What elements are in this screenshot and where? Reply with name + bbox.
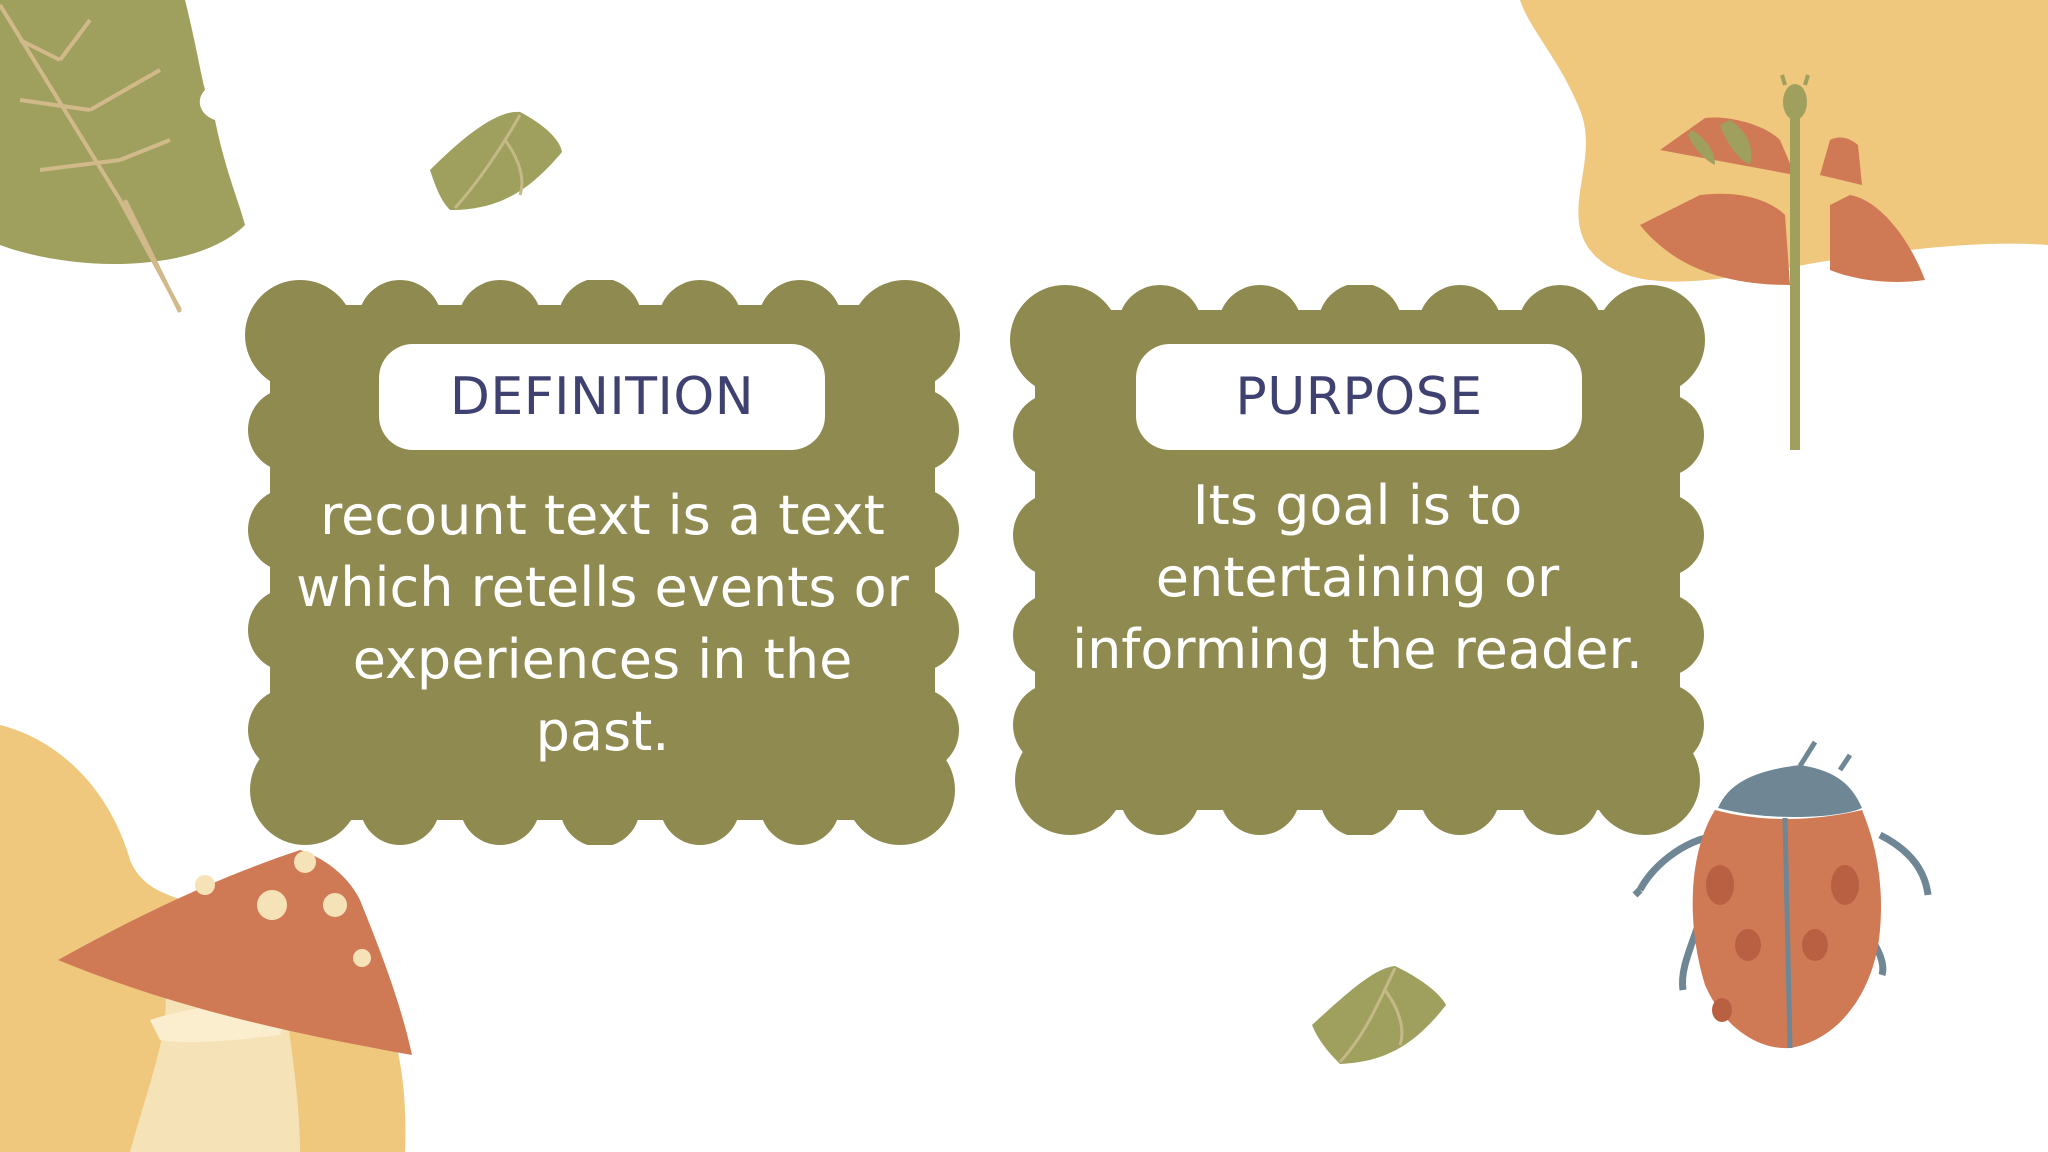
- mushroom-icon: [58, 850, 412, 1152]
- leaf-icon: [0, 0, 245, 313]
- dragonfly-icon: [1640, 74, 1925, 450]
- definition-card: DEFINITION recount text is a text which …: [245, 280, 960, 845]
- definition-heading: DEFINITION: [379, 344, 825, 450]
- purpose-heading: PURPOSE: [1136, 344, 1582, 450]
- purpose-card: PURPOSE Its goal is to entertaining or i…: [1010, 285, 1705, 835]
- small-leaf-icon: [1312, 966, 1446, 1064]
- ladybug-icon: [1632, 740, 1932, 1049]
- small-leaf-icon: [430, 111, 562, 210]
- purpose-text: Its goal is to entertaining or informing…: [1072, 474, 1643, 681]
- top-right-blob: [1520, 0, 2048, 282]
- definition-text: recount text is a text which retells eve…: [296, 484, 909, 763]
